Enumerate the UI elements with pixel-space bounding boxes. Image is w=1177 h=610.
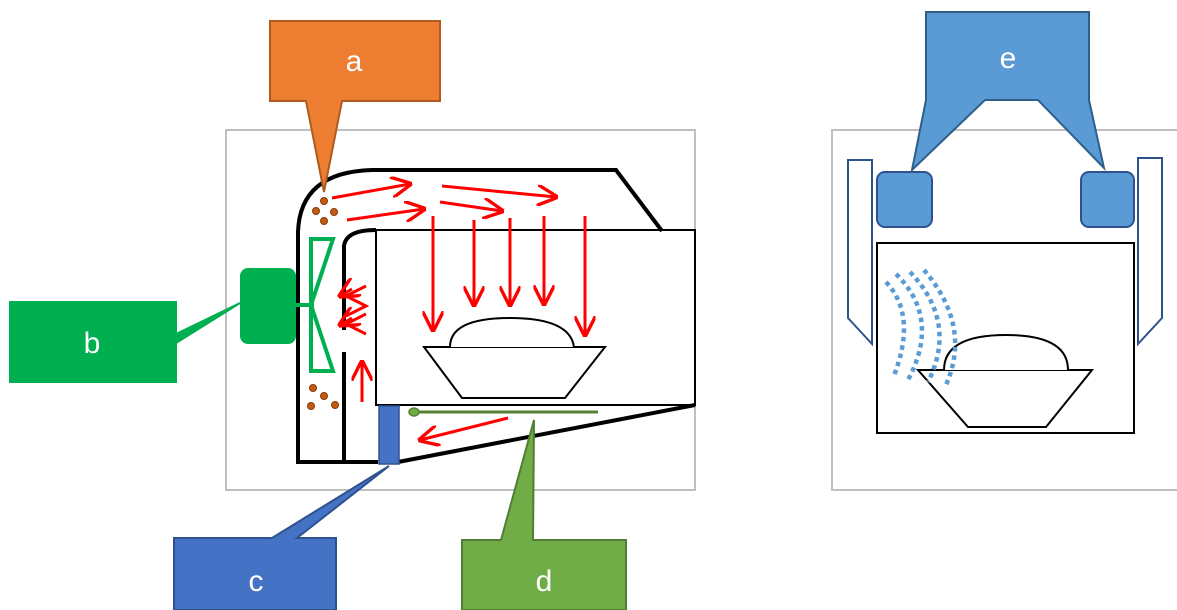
front-bowl [915,369,1095,428]
bowl [422,346,608,399]
sensor-block [378,405,400,465]
bottom-housing [397,403,696,464]
fan-mount-block [240,268,296,344]
fan [308,237,336,373]
callout-b: b [9,301,241,383]
callout-d-label: d [536,565,553,598]
left-device [225,129,696,491]
left-side-panel [847,159,873,347]
callout-d: d [461,419,627,610]
callout-e: e [910,11,1106,173]
callout-a-label: a [346,45,363,78]
callout-b-label: b [84,327,101,360]
food [449,316,575,348]
heater-rod [408,407,598,417]
callout-c-label: c [249,565,264,598]
callout-e-label: e [1000,42,1017,75]
callout-c: c [173,465,390,610]
callout-a: a [269,20,441,193]
cooking-chamber [375,229,696,406]
right-side-panel [1137,157,1163,347]
particles [307,197,339,410]
sensor-box-left [876,171,933,228]
right-device [831,129,1177,491]
radar-waves [884,268,958,386]
sensor-box-right [1080,171,1135,228]
right-frame [831,129,1177,491]
airflow-arrows [331,184,585,440]
front-chamber [876,242,1135,434]
inner-duct-wall [342,228,377,462]
outer-housing [296,168,664,464]
front-food [943,333,1069,371]
